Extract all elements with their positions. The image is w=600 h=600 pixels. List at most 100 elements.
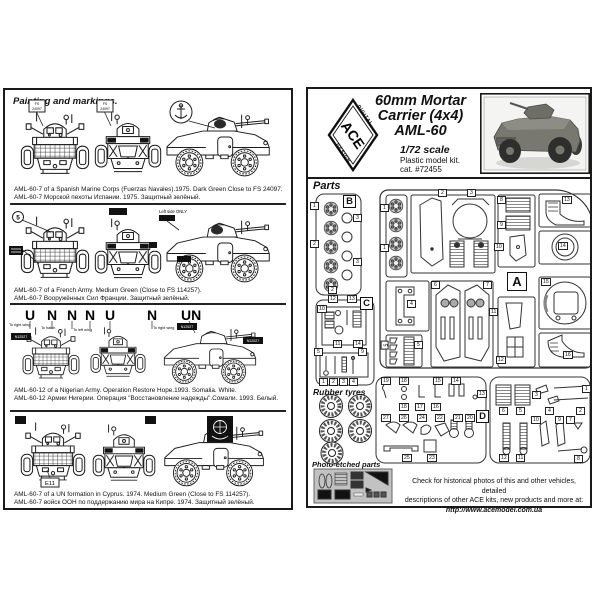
- part-number-label: 9: [497, 221, 506, 230]
- part-number-label: 11: [516, 454, 526, 463]
- registration-plate: [109, 208, 127, 215]
- row-divider: [10, 410, 286, 412]
- part-number-label: 1: [319, 378, 328, 387]
- part-number-label: 5: [314, 348, 323, 357]
- turret-colour-patch: [214, 119, 226, 129]
- svg-text:Left side ONLY: Left side ONLY: [159, 209, 187, 214]
- svg-text:To right wing: To right wing: [153, 326, 174, 330]
- photo-etched-heading: Photo-etched parts: [312, 460, 381, 469]
- part-number-label: 20: [465, 414, 475, 423]
- part-number-label: 6: [431, 281, 440, 290]
- part-number-label: 5: [516, 407, 525, 416]
- row-divider: [10, 303, 286, 305]
- part-number-label: 3: [532, 391, 541, 400]
- kit-scale: 1/72 scale: [400, 144, 450, 156]
- part-number-label: 5: [414, 341, 423, 350]
- kit-catalog: cat. #72455: [400, 165, 442, 174]
- header-divider: [308, 177, 590, 179]
- e11-plate: E11: [40, 469, 60, 488]
- marking-row-1-drawing: FS 24097 FS 24097: [20, 99, 270, 177]
- part-number-label: 2: [328, 286, 337, 295]
- callout-circle-5: 5: [12, 211, 52, 233]
- box-art-photo: [480, 93, 590, 174]
- svg-text:24097: 24097: [100, 107, 110, 111]
- fs-colour-label: FS 24097: [96, 99, 114, 127]
- part-number-label: 11: [333, 340, 343, 349]
- marking-row-4-drawing: E11: [15, 416, 264, 488]
- svg-text:U: U: [105, 307, 115, 323]
- painting-markings-title: Painting and markings.: [13, 96, 118, 107]
- website-url: http://www.acemodel.com.ua: [445, 506, 543, 514]
- registration-plate: [9, 246, 40, 265]
- ace-logo: ACE DIGITAL DESIGN: [327, 97, 379, 173]
- part-number-label: 18: [399, 377, 409, 386]
- part-number-label: 8: [497, 196, 506, 205]
- part-number-label: 27: [381, 414, 391, 423]
- part-number-label: 1: [582, 385, 591, 394]
- svg-text:N: N: [67, 307, 77, 323]
- footer-note: Check for historical photos of this and …: [400, 477, 588, 515]
- part-number-label: 4: [349, 378, 358, 387]
- marking-caption-2: AML-60-7 of a French Army. Medium Green …: [14, 287, 202, 302]
- svg-text:U: U: [25, 307, 35, 323]
- registration-plate: [145, 416, 156, 424]
- part-number-label: 9: [555, 416, 564, 425]
- part-number-label: 12: [499, 454, 509, 463]
- part-number-label: 7: [566, 416, 575, 425]
- svg-text:5: 5: [16, 214, 20, 221]
- un-letter-markings: U N N N U N UN: [25, 307, 201, 323]
- part-number-label: 14: [558, 242, 568, 251]
- part-number-label: 10: [531, 416, 541, 425]
- anchor-emblem: [169, 100, 216, 129]
- un-wreath-emblem: [207, 416, 233, 442]
- part-number-label: 1: [380, 204, 389, 213]
- part-number-label: 1: [310, 202, 319, 211]
- svg-text:UN: UN: [181, 307, 201, 323]
- part-number-label: 2: [438, 189, 447, 198]
- part-number-label: 3: [353, 214, 362, 223]
- part-number-label: 8: [574, 455, 583, 464]
- sprue-letter-C: C: [360, 297, 373, 310]
- svg-text:24097: 24097: [32, 107, 42, 111]
- kit-type: Plastic model kit.: [400, 156, 461, 165]
- svg-text:FS: FS: [35, 102, 40, 106]
- placement-notes: To right wing To hatch To left wing To r…: [9, 323, 174, 332]
- part-number-label: 15: [541, 278, 551, 287]
- svg-text:N12527: N12527: [247, 339, 260, 343]
- un-registration-plates: N12527 N12527 N12527: [11, 323, 263, 344]
- registration-plate: [15, 416, 26, 424]
- part-number-label: 4: [545, 407, 554, 416]
- sprue-diagrams: [313, 189, 590, 504]
- svg-text:FS: FS: [103, 102, 108, 106]
- sprue-letter-D: D: [476, 410, 489, 423]
- part-number-label: 16: [431, 403, 441, 412]
- left-side-only-note: Left side ONLY: [159, 209, 187, 231]
- part-number-label: 3: [339, 378, 348, 387]
- svg-text:E11: E11: [45, 481, 55, 487]
- left-page-painting-markings: Painting and markings. FS 24097 FS 24097: [3, 88, 293, 510]
- row-divider: [10, 203, 286, 205]
- kit-title: 60mm Mortar Carrier (4x4) AML-60: [374, 93, 467, 139]
- part-number-label: 21: [453, 414, 463, 423]
- rubber-tyres: [319, 394, 372, 465]
- part-number-label: 3: [467, 189, 476, 198]
- marking-caption-1: AML-60-7 of a Spanish Marine Corps (Fuer…: [14, 186, 283, 201]
- part-number-label: 23: [427, 454, 437, 463]
- part-number-label: 11: [489, 308, 499, 317]
- part-number-label: 17: [415, 403, 425, 412]
- right-page-kit-info: ACE DIGITAL DESIGN 60mm Mortar Carrier (…: [306, 87, 592, 514]
- part-number-label: 13: [477, 390, 487, 399]
- svg-text:N: N: [85, 307, 95, 323]
- part-number-label: 19: [381, 377, 391, 386]
- svg-text:N: N: [47, 307, 57, 323]
- registration-plate: [149, 242, 157, 248]
- fs-colour-label: FS 24097: [28, 99, 46, 127]
- part-number-label: 9: [358, 348, 367, 357]
- part-number-label: 12: [328, 295, 338, 304]
- sprue-letter-A: A: [507, 272, 527, 291]
- part-number-label: 3: [353, 258, 362, 267]
- part-number-label: 10: [317, 305, 327, 314]
- part-number-label: 14: [353, 340, 363, 349]
- rubber-tyres-heading: Rubber tyres: [313, 387, 366, 397]
